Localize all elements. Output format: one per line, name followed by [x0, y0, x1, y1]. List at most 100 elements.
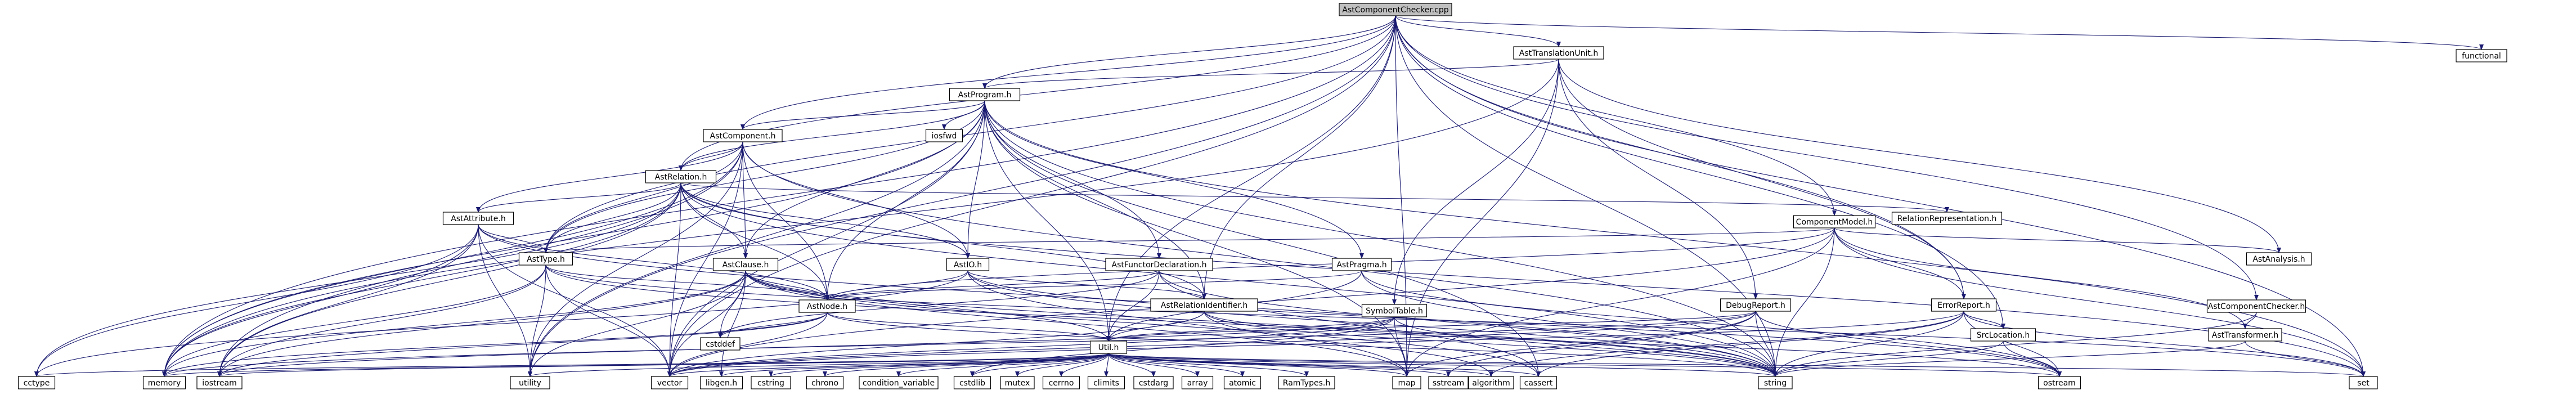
node-astFunctorDeclaration[interactable]: AstFunctorDeclaration.h — [1105, 258, 1213, 271]
edge-astFunctorDeclaration-to-cstddef — [718, 270, 1160, 338]
node-label-string: string — [1764, 379, 1787, 388]
node-label-algorithm: algorithm — [1472, 379, 1510, 388]
node-label-cstdarg: cstdarg — [1139, 379, 1168, 388]
edge-errorReport-to-string — [1773, 311, 1964, 377]
edge-utilH-to-atomic — [1108, 353, 1245, 377]
node-box-debugReport — [1720, 298, 1792, 312]
edge-componentModel-to-astAnalysis — [1834, 227, 2281, 253]
edge-astClause-to-astNode — [745, 270, 829, 301]
edge-astClause-to-cstddef — [718, 270, 746, 338]
edge-astTransformer-to-string — [1773, 340, 2246, 377]
edge-astRelationIdentifier-to-string — [1204, 311, 1778, 377]
node-box-ostream — [2038, 376, 2081, 389]
node-sstream: sstream — [1428, 376, 1469, 389]
node-box-cctype — [17, 376, 56, 389]
edge-utilH-to-ramTypes — [1108, 353, 1309, 377]
node-errorReport[interactable]: ErrorReport.h — [1931, 298, 1997, 312]
node-box-string — [1758, 376, 1793, 389]
edge-componentModel-to-astType — [544, 227, 1835, 253]
edge-astComponent-to-astType — [544, 141, 743, 253]
node-atomic: atomic — [1223, 376, 1262, 389]
edge-utilH-to-ostream — [1108, 353, 2062, 377]
node-box-astNode — [798, 299, 856, 313]
edge-componentModel-to-string — [1773, 227, 1835, 377]
node-astAnalysis[interactable]: AstAnalysis.h — [2246, 252, 2312, 266]
node-label-iostream: iostream — [202, 379, 237, 388]
node-box-astTranslationUnit — [1513, 46, 1604, 60]
node-label-astTranslationUnit: AstTranslationUnit.h — [1519, 49, 1598, 58]
edge-astClause-to-utility — [528, 270, 746, 377]
node-astTranslationUnit[interactable]: AstTranslationUnit.h — [1513, 46, 1604, 60]
node-ramTypes[interactable]: RamTypes.h — [1278, 376, 1335, 389]
node-set: set — [2349, 376, 2378, 389]
edge-debugReport-to-string — [1755, 311, 1778, 377]
dependency-edges — [34, 15, 2484, 377]
edge-root-to-utility — [528, 15, 1396, 377]
node-label-astType: AstType.h — [527, 255, 565, 264]
node-astNode[interactable]: AstNode.h — [798, 299, 856, 313]
edge-astPragma-to-astNode — [825, 270, 1362, 301]
node-label-astNode: AstNode.h — [807, 302, 847, 311]
node-astComponentCheckerH[interactable]: AstComponentChecker.h — [2206, 299, 2306, 313]
node-label-ostream: ostream — [2043, 379, 2076, 388]
node-debugReport[interactable]: DebugReport.h — [1720, 298, 1792, 312]
node-astRelation[interactable]: AstRelation.h — [645, 170, 717, 183]
node-astIO[interactable]: AstIO.h — [946, 258, 990, 271]
node-astRelationIdentifier[interactable]: AstRelationIdentifier.h — [1150, 298, 1258, 312]
edge-astClause-to-utilH — [745, 270, 1111, 342]
node-box-map — [1392, 376, 1421, 389]
edge-astProgram-to-utility — [528, 100, 985, 377]
node-astProgram[interactable]: AstProgram.h — [949, 88, 1021, 101]
edge-astNode-to-utilH — [827, 312, 1111, 342]
edge-errorReport-to-srcLocation — [1963, 311, 2005, 329]
node-astClause[interactable]: AstClause.h — [712, 258, 779, 271]
edge-utilH-to-condition_variable — [896, 353, 1109, 377]
edge-astType-to-string — [545, 264, 1778, 377]
edge-srcLocation-to-ostream — [2003, 340, 2062, 377]
node-label-cassert: cassert — [1524, 379, 1553, 388]
edge-root-to-astComponent — [741, 15, 1396, 130]
node-label-astPragma: AstPragma.h — [1336, 261, 1386, 270]
node-box-climits — [1087, 376, 1125, 389]
edge-debugReport-to-memory — [162, 311, 1756, 377]
node-astAttribute[interactable]: AstAttribute.h — [442, 212, 514, 225]
node-label-relationRepresentation: RelationRepresentation.h — [1897, 214, 1997, 223]
node-relationRepresentation[interactable]: RelationRepresentation.h — [1891, 212, 2003, 225]
edge-astNode-to-memory — [162, 312, 828, 377]
node-astTransformer[interactable]: AstTransformer.h — [2208, 328, 2282, 342]
node-root[interactable]: AstComponentChecker.cpp — [1339, 3, 1452, 16]
node-astComponent[interactable]: AstComponent.h — [703, 129, 783, 142]
edge-astComponent-to-iostream — [217, 141, 743, 377]
node-astPragma[interactable]: AstPragma.h — [1331, 258, 1392, 271]
node-label-utilH: Util.h — [1098, 343, 1119, 352]
edge-srcLocation-to-string — [1773, 340, 2004, 377]
edge-astRelation-to-astNode — [680, 182, 829, 301]
edge-astProgram-to-astRelation — [679, 100, 985, 171]
edge-astType-to-vector — [545, 264, 672, 377]
node-box-cassert — [1519, 376, 1558, 389]
node-label-functional: functional — [2462, 52, 2501, 61]
edge-root-to-astRelationIdentifier — [1202, 15, 1396, 299]
edge-astClause-to-iostream — [217, 270, 746, 377]
edge-astComponent-to-astClause — [742, 141, 748, 259]
edge-root-to-utilH — [1106, 15, 1396, 342]
node-iostream: iostream — [196, 376, 243, 389]
edge-astRelation-to-astIO — [680, 182, 970, 259]
node-srcLocation[interactable]: SrcLocation.h — [1970, 328, 2036, 342]
node-label-astComponentCheckerH: AstComponentChecker.h — [2208, 302, 2305, 311]
node-astType[interactable]: AstType.h — [518, 252, 573, 266]
edge-root-to-astComponentCheckerH — [1395, 15, 2259, 301]
edge-astIO-to-map — [967, 270, 1409, 377]
node-utilH[interactable]: Util.h — [1089, 340, 1128, 354]
node-box-astAttribute — [442, 212, 514, 225]
node-box-astRelationIdentifier — [1150, 298, 1258, 312]
edge-astType-to-utility — [528, 264, 546, 377]
edge-utilH-to-climits — [1104, 353, 1109, 377]
node-box-atomic — [1223, 376, 1262, 389]
edge-astFunctorDeclaration-to-string — [1159, 270, 1778, 377]
edge-astType-to-iostream — [217, 264, 546, 377]
node-label-symbolTable: SymbolTable.h — [1366, 307, 1423, 316]
node-symbolTable[interactable]: SymbolTable.h — [1361, 304, 1428, 317]
node-box-iosfwd — [925, 129, 963, 142]
node-componentModel[interactable]: ComponentModel.h — [1793, 215, 1876, 228]
